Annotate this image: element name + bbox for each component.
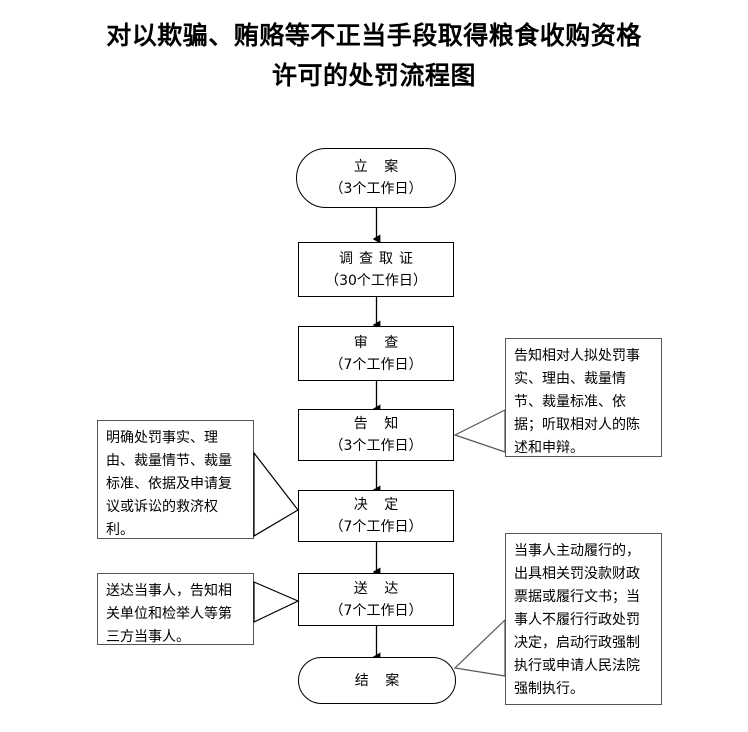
node-gaoZhi[interactable]: 告 知 （3个工作日）	[298, 409, 454, 461]
callout-tail-gaoZhi	[453, 409, 506, 453]
node-jueDing[interactable]: 决 定 （7个工作日）	[298, 490, 454, 542]
node-shenCha-duration: （7个工作日）	[329, 356, 423, 373]
callout-jueDing: 明确处罚事实、理由、裁量情节、裁量标准、依据及申请复议或诉讼的救济权利。	[97, 420, 254, 539]
node-jueDing-duration: （7个工作日）	[329, 519, 423, 535]
node-liAn[interactable]: 立 案 （3个工作日）	[296, 148, 456, 208]
node-songDa-duration: （7个工作日）	[329, 602, 423, 619]
node-gaoZhi-duration: （3个工作日）	[329, 438, 423, 454]
callout-jieAn: 当事人主动履行的，出具相关罚没款财政票据或履行文书；当事人不履行行政处罚决定，启…	[505, 533, 662, 705]
node-gaoZhi-title: 告 知	[353, 416, 405, 432]
node-jieAn[interactable]: 结 案	[298, 657, 456, 704]
callout-tail-songDa	[253, 581, 300, 623]
callout-tail-jieAn	[453, 618, 506, 677]
node-songDa-title: 送 达	[353, 580, 405, 597]
page-title: 对以欺骗、贿赂等不正当手段取得粮食收购资格 许可的处罚流程图	[0, 16, 748, 96]
node-diaoCha-duration: （30个工作日）	[325, 272, 427, 289]
node-jueDing-title: 决 定	[353, 497, 405, 513]
callout-gaoZhi: 告知相对人拟处罚事实、理由、裁量情节、裁量标准、依据；听取相对人的陈述和申辩。	[505, 338, 662, 457]
node-shenCha[interactable]: 审 查 （7个工作日）	[298, 326, 454, 381]
page-title-line-1: 对以欺骗、贿赂等不正当手段取得粮食收购资格	[106, 21, 642, 50]
node-diaoCha[interactable]: 调查取证 （30个工作日）	[298, 242, 454, 297]
node-liAn-title: 立 案	[353, 159, 405, 175]
page-title-line-2: 许可的处罚流程图	[271, 61, 476, 90]
node-diaoCha-title: 调查取证	[339, 250, 419, 267]
node-songDa[interactable]: 送 达 （7个工作日）	[298, 573, 454, 626]
node-jieAn-title: 结 案	[354, 672, 406, 689]
callout-tail-jueDing	[253, 451, 299, 538]
node-liAn-duration: （3个工作日）	[329, 181, 423, 197]
node-shenCha-title: 审 查	[353, 334, 405, 351]
callout-songDa: 送达当事人，告知相关单位和检举人等第三方当事人。	[97, 573, 254, 645]
